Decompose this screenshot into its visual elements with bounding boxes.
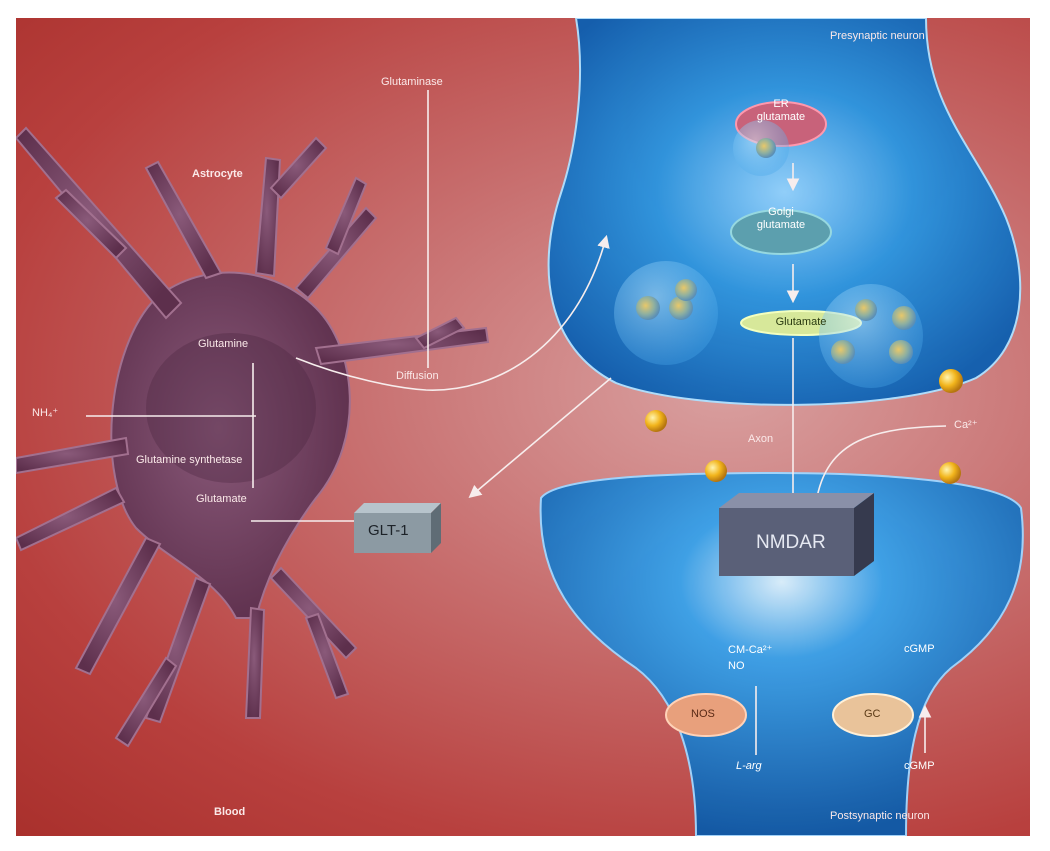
glutamate-ball: [939, 462, 961, 484]
er-label-line1: ER: [773, 98, 789, 110]
nmdar-label: NMDAR: [756, 532, 826, 553]
nmdar-receptor: [719, 493, 874, 576]
vesicle-dot: [669, 296, 693, 320]
ammonium-label: NH₄⁺: [32, 407, 59, 419]
blood-label: Blood: [214, 806, 246, 818]
postsynaptic-neuron-label: Postsynaptic neuron: [830, 810, 930, 822]
vesicle-dot: [636, 296, 660, 320]
vesicle-dot: [675, 279, 697, 301]
postsynaptic-terminal: [539, 471, 1024, 836]
vesicle-glutamate-label: Glutamate: [775, 316, 827, 328]
golgi-label-line1: Golgi: [768, 206, 794, 218]
nos-enzyme: [665, 693, 747, 737]
astrocyte-nucleus: [146, 333, 316, 483]
gc-label: GC: [864, 708, 881, 720]
astrocyte: [16, 126, 490, 748]
calcium-label: Ca²⁺: [954, 419, 978, 431]
glt1-label: GLT-1: [368, 522, 409, 539]
diffusion-label: Diffusion: [396, 370, 439, 382]
glutamine-label: Glutamine: [198, 338, 249, 350]
cgmp-bottom-label: cGMP: [904, 760, 935, 772]
no-label: NO: [728, 660, 745, 672]
glutamate-ball: [705, 460, 727, 482]
astrocyte-label: Astrocyte: [192, 168, 243, 180]
axon-label: Axon: [748, 433, 774, 445]
presynaptic-neuron-label: Presynaptic neuron: [830, 30, 925, 42]
golgi-label: Golgi glutamate: [741, 206, 821, 232]
cgmp-top-label: cGMP: [904, 643, 935, 655]
vesicle-cluster-right: [819, 284, 923, 388]
diagram-scene: [16, 18, 1024, 836]
gc-enzyme: [832, 693, 914, 737]
astrocyte-glutamate-label: Glutamate: [196, 493, 247, 505]
vesicle-dot: [756, 138, 776, 158]
glutamine-synthetase-label: Glutamine synthetase: [136, 454, 243, 466]
er-label: ER glutamate: [741, 98, 821, 124]
vesicle-dot: [831, 340, 855, 364]
pathway-lines: [86, 90, 947, 755]
vesicle-dot: [892, 306, 916, 330]
golgi-label-line2: glutamate: [756, 219, 806, 231]
vesicle-dot: [889, 340, 913, 364]
nos-label: NOS: [691, 708, 715, 720]
er-label-line2: glutamate: [756, 111, 806, 123]
golgi-organelle: [730, 209, 832, 255]
l-arginine-label: L-arg: [736, 760, 762, 772]
glutamate-ball: [939, 369, 963, 393]
diagram-canvas: Presynaptic neuron Postsynaptic neuron A…: [16, 18, 1030, 836]
vesicle-cluster-left: [614, 261, 718, 365]
vesicle-dot: [855, 299, 877, 321]
glutamate-ball: [645, 410, 667, 432]
cm-calcium-label: CM-Ca²⁺: [728, 644, 773, 656]
glutaminase-label: Glutaminase: [381, 76, 443, 88]
glt1-transporter: [354, 503, 441, 553]
